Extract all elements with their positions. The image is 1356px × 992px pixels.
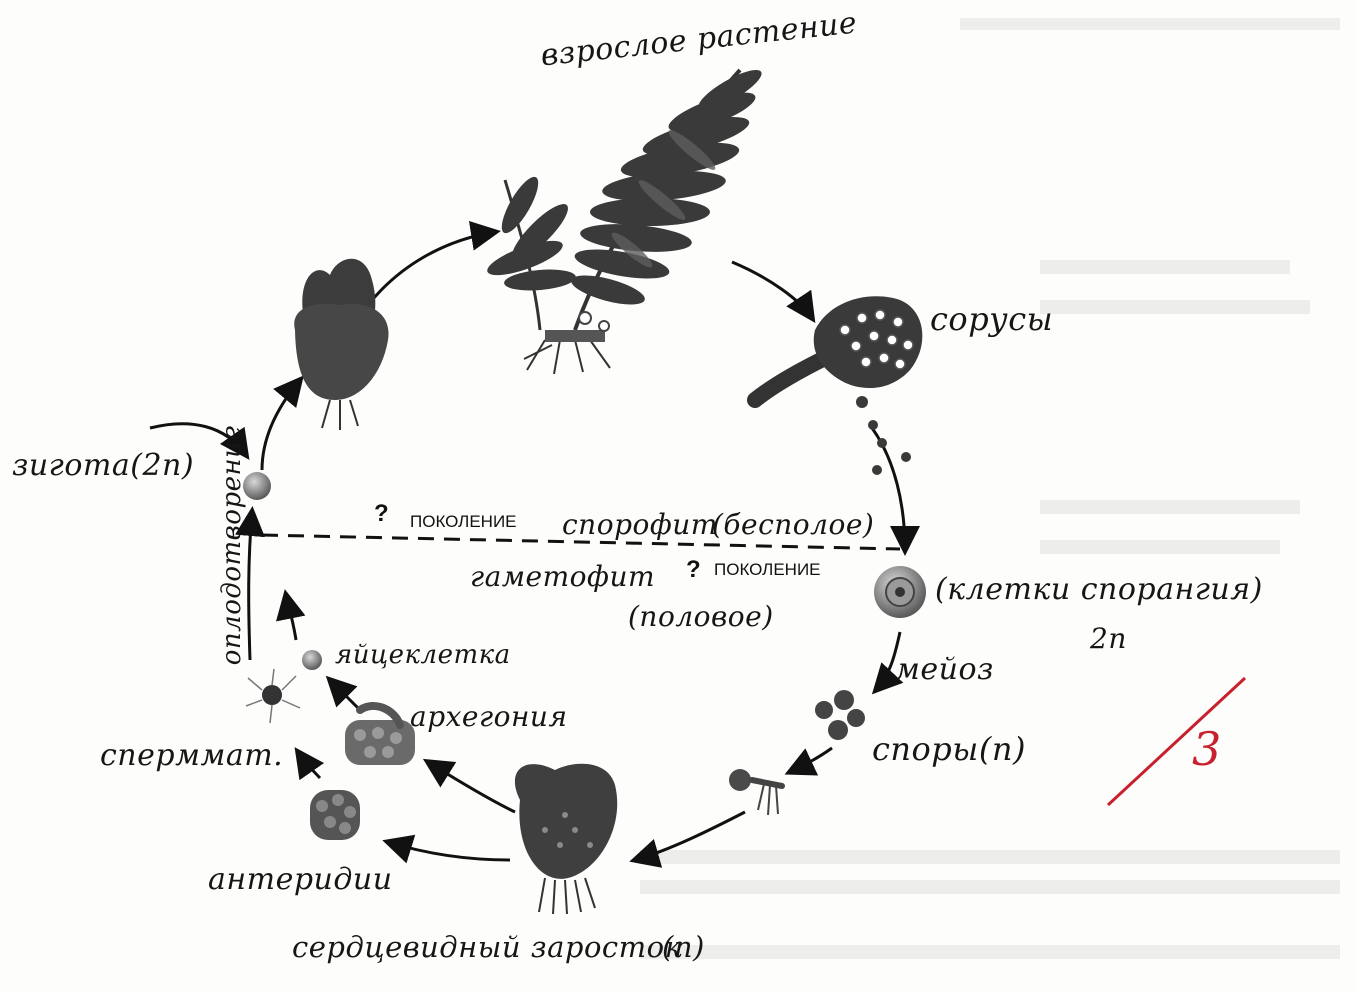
arrow-spores-to-germination <box>790 748 832 772</box>
arrow-prothallus-to-antheridia <box>388 842 510 860</box>
spermatozoa-illustration <box>246 669 300 723</box>
spores-illustration <box>815 690 865 740</box>
label-prothallus-n: (n) <box>662 930 705 964</box>
label-sporophyte: спорофит <box>562 508 718 541</box>
question-mark-lower: ? <box>686 556 701 584</box>
sori-illustration <box>755 296 922 475</box>
arrow-zygote-to-young-sporophyte <box>262 380 300 470</box>
label-egg-cell: яйцеклетка <box>335 640 511 670</box>
arrow-fertilization-up <box>249 512 252 660</box>
grade-slash <box>1108 678 1245 805</box>
generation-label-lower: ПОКОЛЕНИЕ <box>714 560 821 580</box>
egg-cell-illustration <box>302 650 322 670</box>
arrow-egg-up <box>286 595 296 640</box>
arrow-sori-to-sporangium <box>872 428 905 550</box>
label-spores: споры(n) <box>872 730 1026 768</box>
label-sexual: (половое) <box>628 600 774 633</box>
young-sporophyte-illustration <box>294 259 388 430</box>
arrow-sporophyte-to-adult <box>368 232 495 305</box>
arrow-antheridia-to-sperm <box>298 752 320 778</box>
label-asexual: (бесполое) <box>712 508 874 541</box>
label-gametophyte: гаметофит <box>470 560 655 593</box>
label-spermatozoa: сперммат. <box>100 738 283 773</box>
prothallus-illustration <box>515 764 617 914</box>
adult-fern-illustration <box>484 63 767 374</box>
label-antheridia: антеридии <box>208 862 393 897</box>
label-meiosis: мейоз <box>895 652 994 687</box>
germinating-spore-illustration <box>729 769 782 815</box>
label-diploid: 2n <box>1090 622 1127 655</box>
question-mark-upper: ? <box>374 500 389 528</box>
archegonia-illustration <box>345 706 415 765</box>
label-prothallus: сердцевидный заросток <box>292 930 682 964</box>
label-sporangium-cells: (клетки спорангия) <box>935 572 1263 607</box>
grade-score: 3 <box>1192 722 1221 776</box>
bleed-through-text <box>640 18 1340 959</box>
arrow-adult-to-sori <box>732 262 812 318</box>
generation-label-upper: ПОКОЛЕНИЕ <box>410 512 517 532</box>
label-fertilization: оплодотворение <box>217 425 247 665</box>
label-sori: сорусы <box>930 300 1053 338</box>
sporangium-illustration <box>874 566 926 618</box>
arrow-prothallus-to-archegonia <box>428 762 515 812</box>
label-zygote: зигота(2n) <box>12 448 194 483</box>
label-archegonia: архегония <box>410 700 568 733</box>
antheridia-illustration <box>310 790 360 840</box>
